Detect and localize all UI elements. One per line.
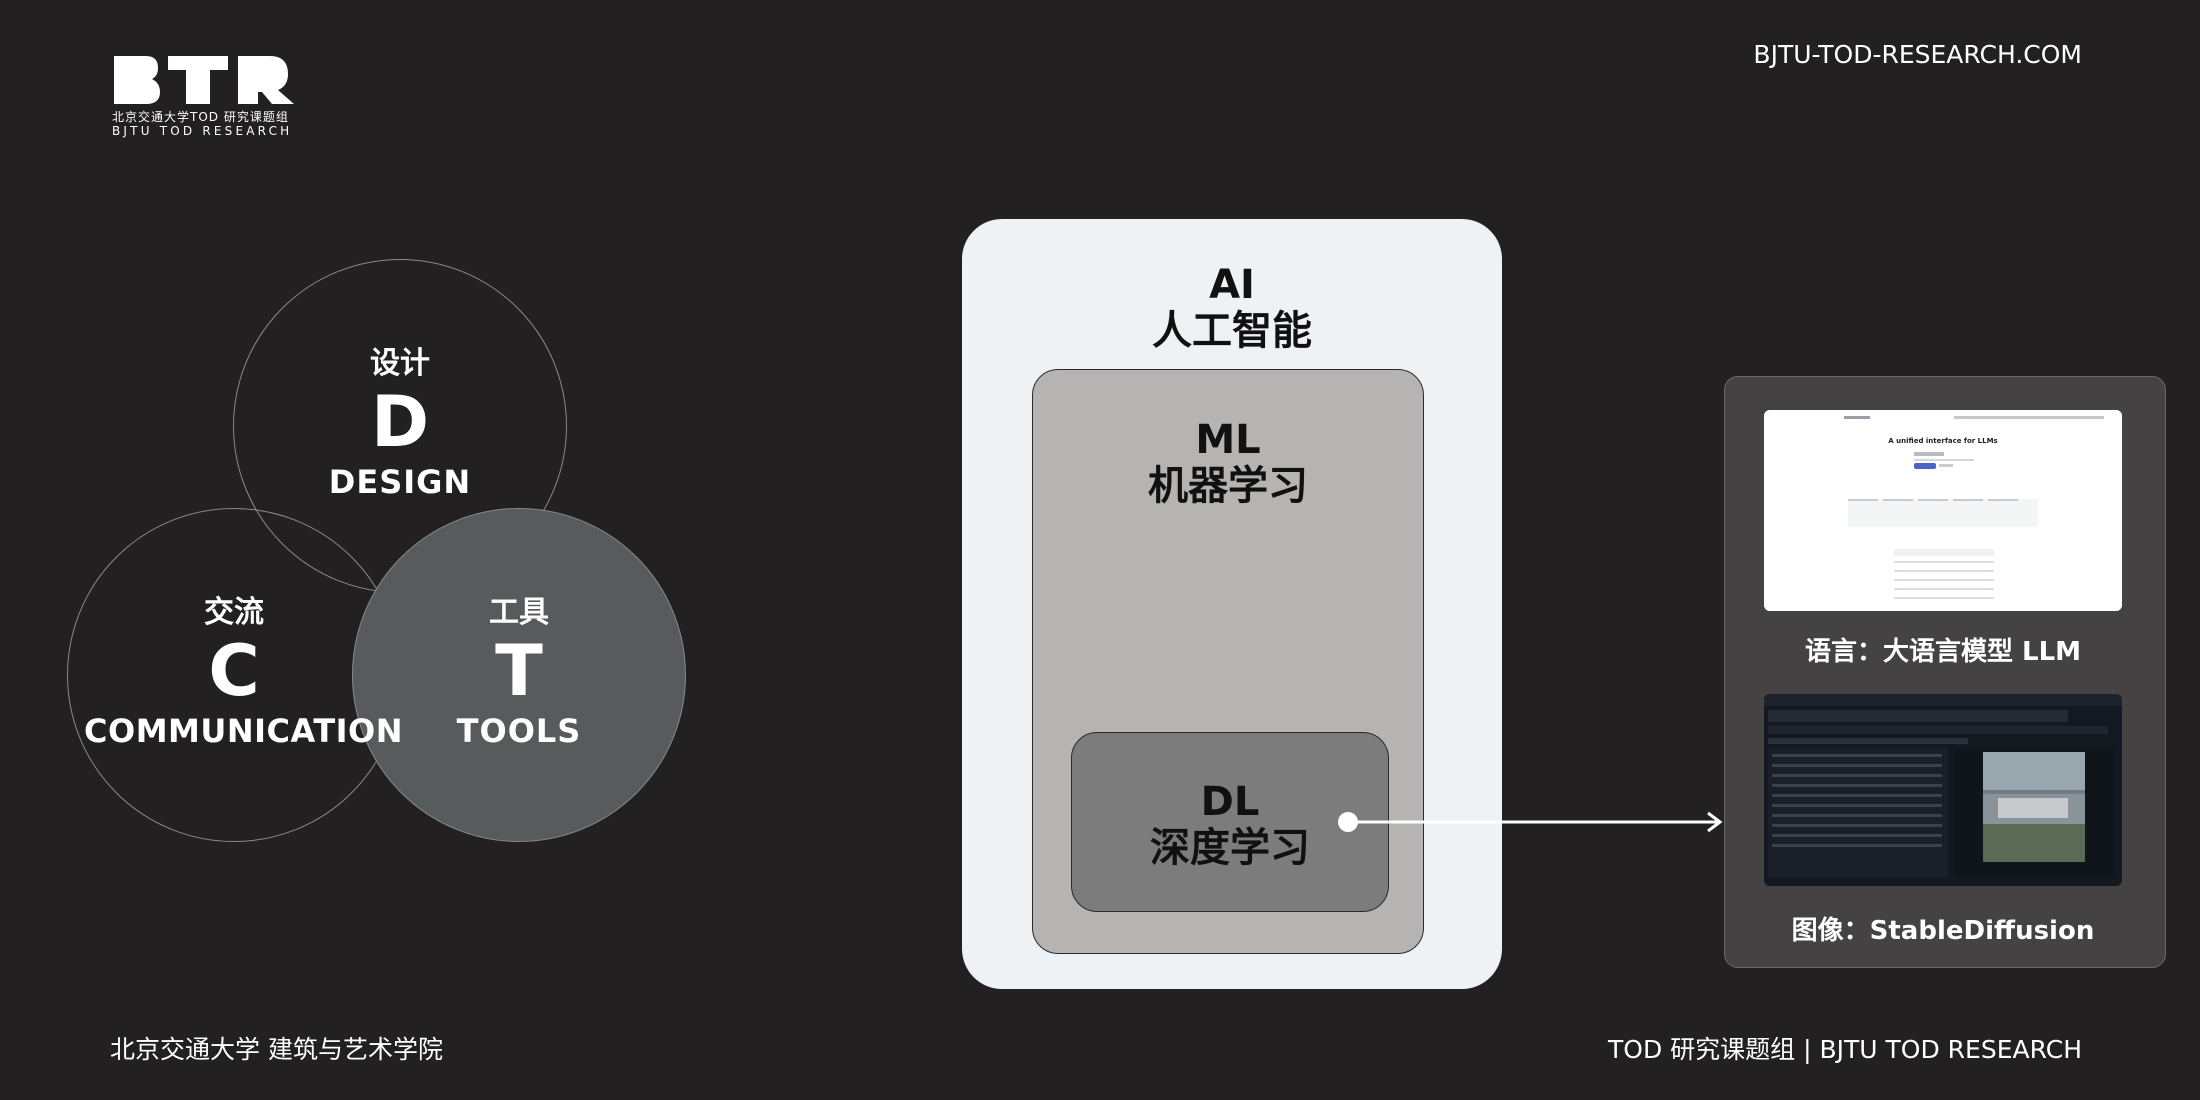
- ml-title-en: ML: [1195, 417, 1261, 463]
- communication-cn: 交流: [204, 595, 264, 630]
- tools-en: TOOLS: [456, 712, 582, 750]
- llm-caption: 语言：大语言模型 LLM: [1804, 637, 2082, 667]
- llm-headline: A unified interface for LLMs: [1888, 437, 1997, 445]
- dl-to-tools-arrow: [1338, 811, 1723, 833]
- dl-title: DL 深度学习: [1080, 779, 1380, 871]
- dl-title-en: DL: [1200, 779, 1260, 825]
- footer-school: 北京交通大学 建筑与艺术学院: [110, 1035, 443, 1064]
- logo-mark: [112, 52, 296, 106]
- brand-logo: 北京交通大学TOD 研究课题组 BJTU TOD RESEARCH: [112, 52, 296, 138]
- ml-title: ML 机器学习: [1078, 417, 1378, 509]
- stable-diffusion-screenshot[interactable]: [1764, 694, 2122, 886]
- design-en: DESIGN: [328, 463, 472, 501]
- design-label: 设计 D DESIGN: [300, 346, 500, 502]
- tools-cn: 工具: [489, 595, 549, 630]
- design-cn: 设计: [370, 346, 430, 381]
- dl-title-cn: 深度学习: [1150, 825, 1310, 871]
- logo-cn-text: 北京交通大学TOD 研究课题组: [112, 110, 289, 124]
- footer-group: TOD 研究课题组 | BJTU TOD RESEARCH: [1608, 1035, 2082, 1064]
- design-letter: D: [370, 381, 430, 463]
- ai-title-cn: 人工智能: [1152, 308, 1312, 354]
- tools-circle: [352, 508, 686, 842]
- communication-en: COMMUNICATION: [84, 712, 404, 750]
- site-url[interactable]: BJTU-TOD-RESEARCH.COM: [1753, 40, 2082, 69]
- communication-letter: C: [208, 630, 260, 712]
- ai-title-en: AI: [1209, 262, 1255, 308]
- llm-screenshot[interactable]: A unified interface for LLMs: [1764, 410, 2122, 611]
- tools-letter: T: [495, 630, 543, 712]
- sd-caption: 图像：StableDiffusion: [1791, 916, 2095, 946]
- logo-en-text: BJTU TOD RESEARCH: [112, 124, 293, 138]
- ai-title: AI 人工智能: [1082, 262, 1382, 354]
- ml-title-cn: 机器学习: [1148, 463, 1308, 509]
- communication-label: 交流 C COMMUNICATION: [84, 595, 404, 751]
- dl-panel: [1071, 732, 1389, 912]
- tools-label: 工具 T TOOLS: [419, 595, 619, 751]
